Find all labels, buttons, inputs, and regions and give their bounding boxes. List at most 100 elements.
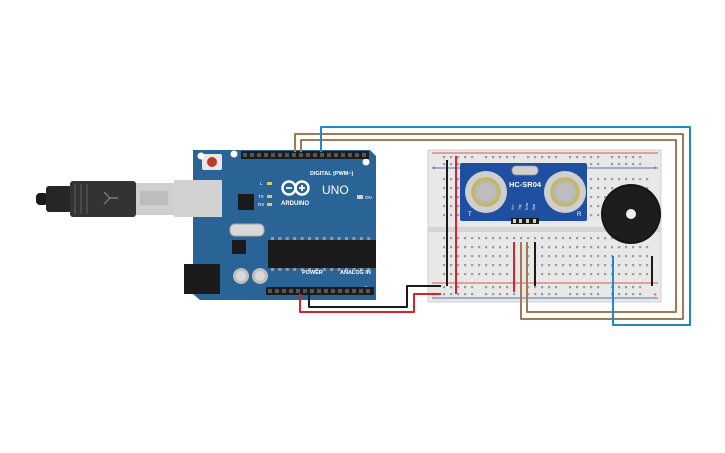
terminal-hole [583,273,586,276]
rail-hole [464,286,467,289]
rail-hole [457,156,460,159]
header-pin [341,153,345,157]
terminal-hole [450,178,453,181]
terminal-hole [541,246,544,249]
terminal-hole [478,255,481,258]
piezo-buzzer[interactable] [601,184,661,244]
rail-hole [590,286,593,289]
rail-hole [639,293,642,296]
rail-hole [632,286,635,289]
terminal-hole [590,237,593,240]
terminal-hole [527,264,530,267]
terminal-hole [597,246,600,249]
terminal-hole [576,237,579,240]
power-label: POWER [302,270,323,276]
chip-leg [352,237,356,240]
chip-leg [308,237,311,240]
tx-led-label: TX [258,194,264,199]
rail-hole [625,163,628,166]
terminal-hole [604,273,607,276]
terminal-hole [562,273,565,276]
digital-header[interactable] [241,151,369,159]
header-pin [285,153,289,157]
chip-leg [315,268,319,271]
brand-label: ARDUINO [281,201,309,207]
terminal-hole [457,214,460,217]
rail-hole [513,293,516,296]
terminal-hole [604,255,607,258]
terminal-hole [639,255,642,258]
rail-hole [471,156,474,159]
rail-hole [471,293,474,296]
chip-leg [271,237,274,240]
terminal-hole [485,264,488,267]
terminal-hole [632,246,635,249]
rail-hole [548,156,551,159]
rail-hole [499,286,502,289]
terminal-hole [541,237,544,240]
rail-hole [485,286,488,289]
terminal-hole [478,246,481,249]
arduino-uno-board[interactable]: ARDUINO UNO DIGITAL (PWM~) POWER ANALOG … [174,150,376,300]
rail-hole [541,286,544,289]
terminal-hole [604,178,607,181]
terminal-hole [555,246,558,249]
header-pin [338,289,342,293]
chip-leg [322,237,326,240]
terminal-hole [485,273,488,276]
terminal-hole [520,237,523,240]
rail-hole [576,286,579,289]
sensor-t-label: T [468,212,472,218]
header-pin [292,153,296,157]
header-pin [306,153,310,157]
transmitter-icon [465,171,507,213]
terminal-hole [450,214,453,217]
terminal-hole [548,237,551,240]
terminal-hole [443,255,446,258]
header-pin [243,153,247,157]
terminal-hole [562,237,565,240]
terminal-hole [457,246,460,249]
header-pin [327,153,331,157]
reset-button[interactable] [207,157,217,167]
terminal-hole [590,246,593,249]
terminal-hole [639,264,642,267]
header-pin [331,289,335,293]
terminal-hole [499,264,502,267]
terminal-hole [541,264,544,267]
rail-hole [597,286,600,289]
chip-leg [359,237,363,240]
rail-hole [590,293,593,296]
terminal-hole [471,273,474,276]
terminal-hole [443,214,446,217]
wire-blue [320,126,691,326]
terminal-hole [478,273,481,276]
terminal-hole [548,264,551,267]
header-pin [362,153,366,157]
terminal-hole [450,246,453,249]
terminal-hole [464,246,467,249]
terminal-hole [597,264,600,267]
rail-hole [625,286,628,289]
header-pin [303,289,307,293]
terminal-hole [443,196,446,199]
wires[interactable] [294,126,691,326]
model-label: UNO [322,183,349,197]
rail-hole [583,293,586,296]
terminal-hole [450,255,453,258]
terminal-hole [534,237,537,240]
terminal-hole [457,178,460,181]
usb-cable[interactable] [36,181,176,217]
terminal-hole [569,255,572,258]
rail-hole [583,156,586,159]
terminal-hole [625,246,628,249]
rail-hole [443,293,446,296]
terminal-hole [590,178,593,181]
rail-hole [492,293,495,296]
terminal-hole [583,246,586,249]
rail-hole [457,293,460,296]
terminal-hole [443,187,446,190]
terminal-hole [646,187,649,190]
